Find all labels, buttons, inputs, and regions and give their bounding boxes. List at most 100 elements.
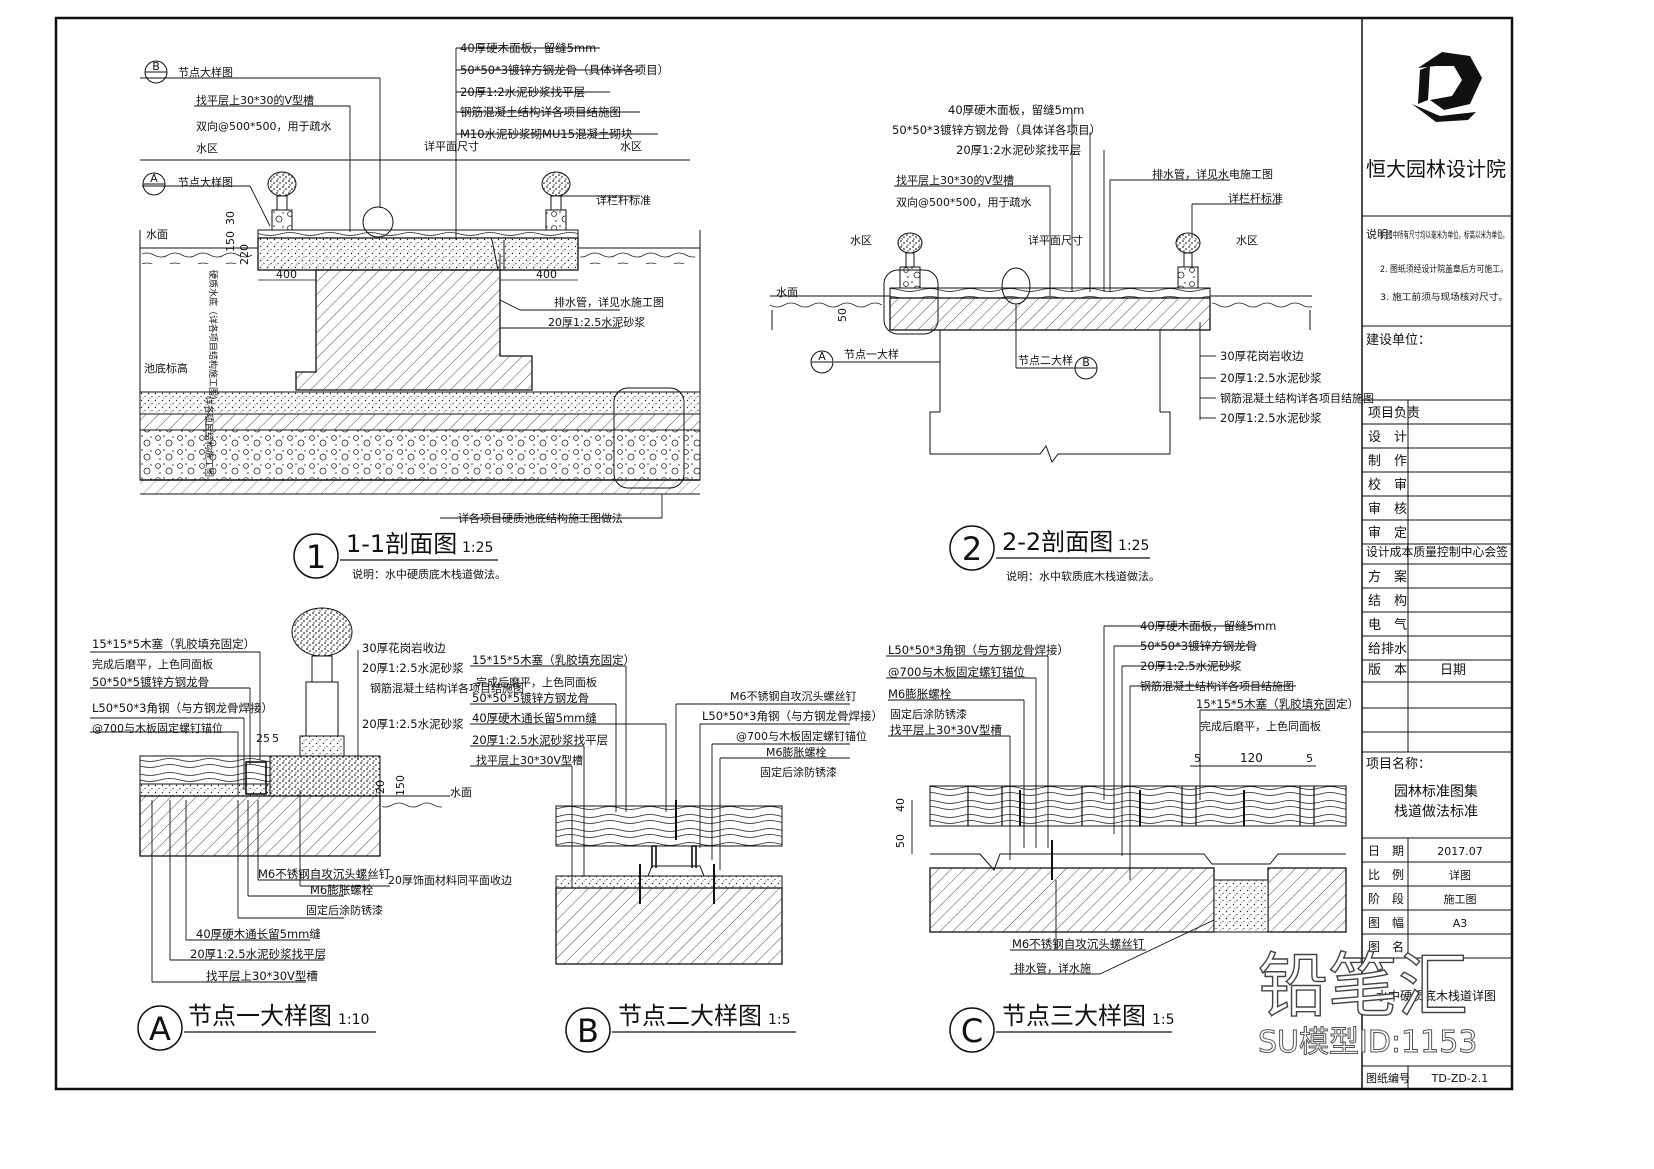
s1-ref-b: B	[152, 60, 160, 73]
approval-row-label: 审 核	[1368, 502, 1407, 517]
db-left-3: 50*50*5镀锌方钢龙骨	[472, 691, 589, 705]
s2-water-surface: 水面	[776, 286, 798, 299]
section-2-2: 40厚硬木面板，留缝5mm 50*50*3镀锌方钢龙骨（具体详各项目） 20厚1…	[770, 103, 1374, 583]
s2-span: 详平面尺寸	[1028, 233, 1083, 247]
da-dim-25: 25	[256, 732, 270, 745]
info-row-label: 比 例	[1368, 868, 1404, 882]
note-1: 1. 图中所有尺寸均以毫米为单位，标高以米为单位。	[1380, 229, 1508, 241]
version-value: 日期	[1440, 663, 1466, 678]
s1-num: 1	[306, 538, 326, 576]
sheet-border	[54, 16, 1514, 1091]
da-letter: A	[149, 1010, 171, 1048]
db-left-2: 完成后磨平，上色同面板	[476, 675, 597, 689]
version-label: 版 本	[1368, 663, 1407, 678]
watermark: 铅笔汇 SU模型ID:1153	[1257, 944, 1478, 1060]
s2-slope-1: 找平层上30*30的V型槽	[896, 173, 1014, 187]
s2-railing-left-icon	[897, 232, 923, 290]
project-name-2: 栈道做法标准	[1394, 804, 1478, 820]
dc-plug: 15*15*5木塞（乳胶填充固定）	[1196, 697, 1359, 711]
approval-row-label: 项目负责	[1368, 406, 1420, 421]
s2-note: 说明：水中软质底木栈道做法。	[1006, 569, 1160, 583]
dc-plug-2: 完成后磨平，上色同面板	[1200, 719, 1321, 733]
db-title: 节点二大样图	[618, 1002, 762, 1030]
dc-left-3: M6膨胀螺栓	[888, 687, 952, 701]
title-block: 恒大园林设计院 说明： 1. 图中所有尺寸均以毫米为单位，标高以米为单位。 2.…	[1361, 18, 1512, 1089]
s1-rail: 详栏杆标准	[596, 193, 651, 207]
countersign-row-label: 给排水	[1368, 642, 1407, 657]
da-right-2: 20厚1:2.5水泥砂浆	[362, 661, 464, 675]
s1-callout-4: 钢筋混凝土结构详各项目结施图	[460, 105, 621, 119]
da-dim-5: 5	[272, 732, 279, 745]
dc-dim-5b: 5	[1306, 752, 1313, 765]
dc-bottom-2: 排水管，详水施	[1014, 961, 1091, 975]
s1-water-left: 水区	[196, 142, 218, 155]
db-left-4: 40厚硬木通长留5mm缝	[472, 711, 597, 725]
railing-post-right-icon	[541, 171, 571, 233]
info-row-value: 详图	[1449, 868, 1471, 882]
s1-dim-220: 220	[238, 244, 251, 265]
s1-ref-a: A	[150, 172, 158, 185]
da-bottom-1: M6不锈钢自攻沉头螺丝钉	[258, 867, 391, 881]
drawing-no: TD-ZD-2.1	[1431, 1072, 1489, 1085]
dc-dim-50: 50	[894, 834, 907, 848]
s2-callout-2: 50*50*3镀锌方钢龙骨（具体详各项目）	[892, 123, 1101, 137]
db-right-4: M6膨胀螺栓	[766, 745, 827, 759]
da-paving: 20厚饰面材料同平面收边	[388, 873, 512, 887]
s1-dim-400-left: 400	[276, 268, 297, 281]
s2-pipe: 排水管，详见水电施工图	[1152, 167, 1273, 181]
s2-ref-b-text: 节点二大样	[1018, 353, 1073, 367]
s1-slope-1: 找平层上30*30的V型槽	[196, 93, 314, 107]
dc-dim-5a: 5	[1194, 752, 1201, 765]
da-bottom-3: 固定后涂防锈漆	[306, 903, 383, 917]
s2-scale: 1:25	[1118, 538, 1149, 554]
da-left-1: 15*15*5木塞（乳胶填充固定）	[92, 637, 255, 651]
s1-callout-2: 50*50*3镀锌方钢龙骨（具体详各项目）	[460, 63, 669, 77]
db-scale: 1:5	[768, 1012, 791, 1028]
detail-a: 15*15*5木塞（乳胶填充固定） 完成后磨平，上色同面板 50*50*5镀锌方…	[90, 607, 524, 1051]
db-right-5: 固定后涂防锈漆	[760, 765, 837, 779]
s1-vert-1: 硬质水底（详各项目结构施工图）	[207, 270, 219, 405]
db-left-6: 找平层上30*30V型槽	[476, 753, 583, 767]
dc-dim-40: 40	[894, 798, 907, 812]
note-2: 2. 图纸须经设计院盖章后方可施工。	[1380, 263, 1508, 275]
db-right-3: @700与木板固定螺钉锚位	[736, 729, 867, 743]
da-scale: 1:10	[338, 1012, 369, 1028]
s2-rail: 详栏杆标准	[1228, 191, 1283, 205]
s2-callout-3: 20厚1:2水泥砂浆找平层	[956, 143, 1081, 157]
detail-c: L50*50*3角钢（与方钢龙骨焊接） @700与木板固定螺钉锚位 M6膨胀螺栓…	[886, 619, 1359, 1053]
s1-scale: 1:25	[462, 540, 493, 556]
db-left-5: 20厚1:2.5水泥砂浆找平层	[472, 733, 608, 747]
s2-right-1: 30厚花岗岩收边	[1220, 349, 1304, 363]
drawing-no-label: 图纸编号	[1366, 1071, 1410, 1085]
s2-num: 2	[962, 530, 982, 568]
dc-dim-120: 120	[1240, 751, 1263, 765]
s1-mortar: 20厚1:2.5水泥砂浆	[548, 315, 645, 329]
da-bottom-5: 20厚1:2.5水泥砂浆找平层	[190, 947, 326, 961]
dc-left-2: @700与木板固定螺钉锚位	[888, 665, 1025, 679]
s1-dim-150: 150	[224, 231, 237, 252]
approval-row-label: 制 作	[1368, 454, 1407, 469]
s1-vert-2: 详各项目结构施工图	[203, 396, 215, 477]
da-water: 水面	[450, 786, 472, 799]
notes-label: 说明：	[1366, 227, 1399, 241]
dc-bottom-1: M6不锈钢自攻沉头螺丝钉	[1012, 937, 1145, 951]
countersign-row-label: 结 构	[1368, 594, 1407, 609]
db-right-1: M6不锈钢自攻沉头螺丝钉	[730, 689, 857, 703]
s2-ref-b: B	[1082, 356, 1090, 369]
owner-label: 建设单位：	[1366, 333, 1431, 348]
s1-bottom: 详各项目硬质池底结构施工图做法	[458, 511, 623, 525]
s1-dim-30: 30	[224, 211, 237, 225]
drawing-name: 水中硬质底木栈道详图	[1376, 988, 1496, 1003]
company-logo-icon	[1412, 52, 1482, 122]
watermark-model-id: SU模型ID:1153	[1258, 1025, 1477, 1060]
da-dim-150: 150	[394, 775, 407, 796]
dc-left-4: 固定后涂防锈漆	[890, 707, 967, 721]
s2-water-left: 水区	[850, 234, 872, 247]
company-name: 恒大园林设计院	[1366, 157, 1506, 181]
s2-title: 2-2剖面图	[1002, 528, 1113, 556]
s2-ref-a: A	[818, 350, 826, 363]
da-right-3: 钢筋混凝土结构详各项目结施图	[370, 681, 524, 695]
note-3: 3. 施工前须与现场核对尺寸。	[1380, 291, 1508, 303]
